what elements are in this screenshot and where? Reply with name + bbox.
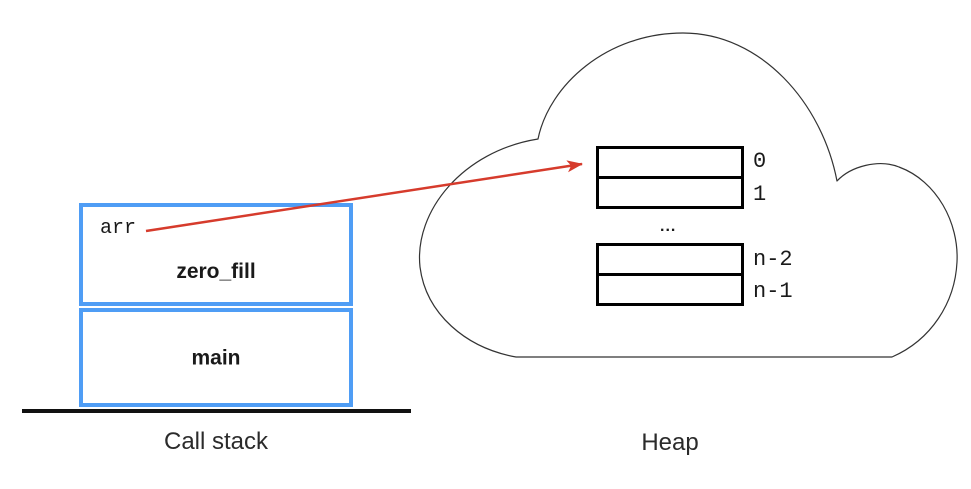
heap-caption: Heap — [641, 429, 699, 456]
call-stack-caption: Call stack — [163, 428, 269, 455]
heap-cell-1 — [596, 176, 744, 209]
heap-cell-index-1: 1 — [753, 182, 767, 207]
stack-frame-main-label: main — [191, 346, 241, 369]
heap-ellipsis: ... — [660, 218, 677, 235]
heap-cell-n-2 — [596, 243, 744, 276]
heap-cell-index-0: 0 — [753, 149, 767, 174]
heap-cell-index-n-2: n-2 — [753, 247, 793, 272]
stack-frame-main: main — [79, 308, 353, 407]
heap-cell-index-n-1: n-1 — [753, 279, 793, 304]
heap-cell-n-1 — [596, 273, 744, 306]
stack-frame-zero-fill-label: zero_fill — [176, 260, 256, 283]
heap-cell-0 — [596, 146, 744, 179]
arr-variable-label: arr — [100, 217, 137, 240]
